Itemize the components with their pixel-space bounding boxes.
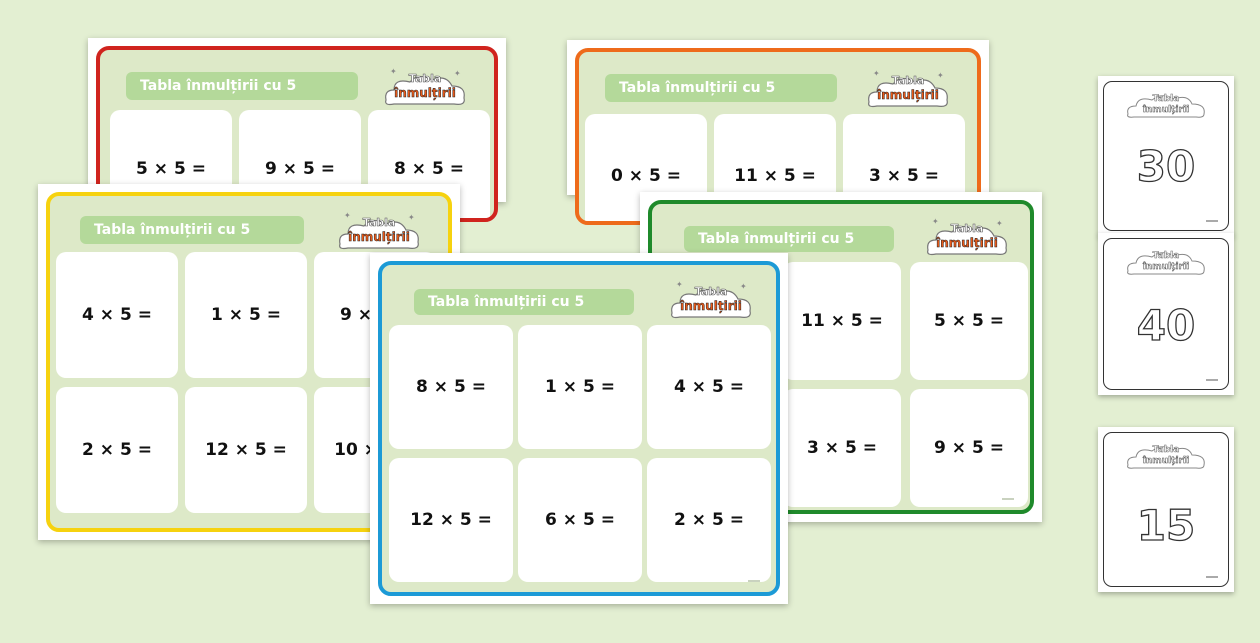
problem-cell: 3 × 5 = xyxy=(783,389,901,507)
tabla-inmultirii-logo: Tabla înmulțirii ✦ ✦ xyxy=(863,62,953,112)
worksheet-title: Tabla înmulțirii cu 5 xyxy=(414,289,634,315)
svg-text:✦: ✦ xyxy=(344,211,351,220)
problem-cell: 2 × 5 = xyxy=(647,458,771,582)
problem-cell: 1 × 5 = xyxy=(518,325,642,449)
logo-line1: Tabla xyxy=(1153,94,1180,104)
tabla-inmultirii-logo: Tabla înmulțirii ✦ ✦ xyxy=(922,210,1012,260)
problem-cell: 2 × 5 = xyxy=(56,387,178,513)
svg-text:✦: ✦ xyxy=(454,69,461,78)
problem-cell: 4 × 5 = xyxy=(56,252,178,378)
svg-text:✦: ✦ xyxy=(676,280,683,289)
logo-line2: înmulțirii xyxy=(1142,105,1189,115)
svg-text:✦: ✦ xyxy=(873,69,880,78)
worksheet-title: Tabla înmulțirii cu 5 xyxy=(126,72,358,100)
answer-card-frame: Tabla înmulțirii 30 xyxy=(1103,81,1229,231)
answer-card-frame: Tabla înmulțirii 15 xyxy=(1103,432,1229,587)
footer-mark xyxy=(1206,576,1218,578)
footer-mark xyxy=(748,580,760,582)
logo-line1: Tabla xyxy=(892,74,925,87)
logo-line2: înmulțirii xyxy=(393,86,456,100)
worksheet-blue: Tabla înmulțirii cu 5 Tabla înmulțirii ✦… xyxy=(370,253,788,604)
tabla-inmultirii-logo: Tabla înmulțirii xyxy=(1122,437,1210,471)
answer-card: Tabla înmulțirii 15 xyxy=(1098,427,1234,592)
worksheet-red: Tabla înmulțirii cu 5 Tabla înmulțirii ✦… xyxy=(88,38,506,222)
tabla-inmultirii-logo: Tabla înmulțirii ✦ ✦ xyxy=(334,204,424,254)
answer-number: 40 xyxy=(1136,300,1196,350)
svg-text:✦: ✦ xyxy=(932,217,939,226)
svg-text:✦: ✦ xyxy=(937,71,944,80)
logo-line2: înmulțirii xyxy=(935,236,998,250)
problem-cell: 1 × 5 = xyxy=(185,252,307,378)
svg-text:✦: ✦ xyxy=(740,282,747,291)
answer-card: Tabla înmulțirii 40 xyxy=(1098,233,1234,395)
logo-line1: Tabla xyxy=(363,216,396,229)
answer-card-frame: Tabla înmulțirii 40 xyxy=(1103,238,1229,390)
answer-card: Tabla înmulțirii 30 xyxy=(1098,76,1234,236)
tabla-inmultirii-logo: Tabla înmulțirii ✦ ✦ xyxy=(380,60,470,110)
problem-cell: 6 × 5 = xyxy=(518,458,642,582)
logo-line1: Tabla xyxy=(409,72,442,85)
footer-mark xyxy=(1206,379,1218,381)
problem-cell: 12 × 5 = xyxy=(185,387,307,513)
answer-number: 30 xyxy=(1136,141,1196,191)
footer-mark xyxy=(1206,220,1218,222)
logo-line1: Tabla xyxy=(1153,251,1180,261)
problem-cell: 11 × 5 = xyxy=(783,262,901,380)
logo-line2: înmulțirii xyxy=(679,299,742,313)
logo-line2: înmulțirii xyxy=(347,230,410,244)
svg-text:✦: ✦ xyxy=(996,219,1003,228)
problem-cell: 12 × 5 = xyxy=(389,458,513,582)
svg-text:✦: ✦ xyxy=(408,213,415,222)
problem-cell: 9 × 5 = xyxy=(910,389,1028,507)
problem-cell: 8 × 5 = xyxy=(389,325,513,449)
footer-mark xyxy=(1002,498,1014,500)
worksheet-title: Tabla înmulțirii cu 5 xyxy=(605,74,837,102)
worksheet-frame: Tabla înmulțirii cu 5 Tabla înmulțirii ✦… xyxy=(378,261,780,596)
logo-line2: înmulțirii xyxy=(1142,456,1189,466)
worksheet-title: Tabla înmulțirii cu 5 xyxy=(684,226,894,252)
logo-line1: Tabla xyxy=(951,222,984,235)
problem-cell: 5 × 5 = xyxy=(910,262,1028,380)
tabla-inmultirii-logo: Tabla înmulțirii ✦ ✦ xyxy=(666,273,756,323)
worksheet-title: Tabla înmulțirii cu 5 xyxy=(80,216,304,244)
worksheet-orange: Tabla înmulțirii cu 5 Tabla înmulțirii ✦… xyxy=(567,40,989,225)
logo-line1: Tabla xyxy=(695,285,728,298)
problem-cell: 4 × 5 = xyxy=(647,325,771,449)
svg-text:✦: ✦ xyxy=(390,67,397,76)
answer-number: 15 xyxy=(1136,500,1196,550)
logo-line2: înmulțirii xyxy=(876,88,939,102)
logo-line1: Tabla xyxy=(1153,445,1180,455)
tabla-inmultirii-logo: Tabla înmulțirii xyxy=(1122,243,1210,277)
logo-line2: înmulțirii xyxy=(1142,262,1189,272)
tabla-inmultirii-logo: Tabla înmulțirii xyxy=(1122,86,1210,120)
